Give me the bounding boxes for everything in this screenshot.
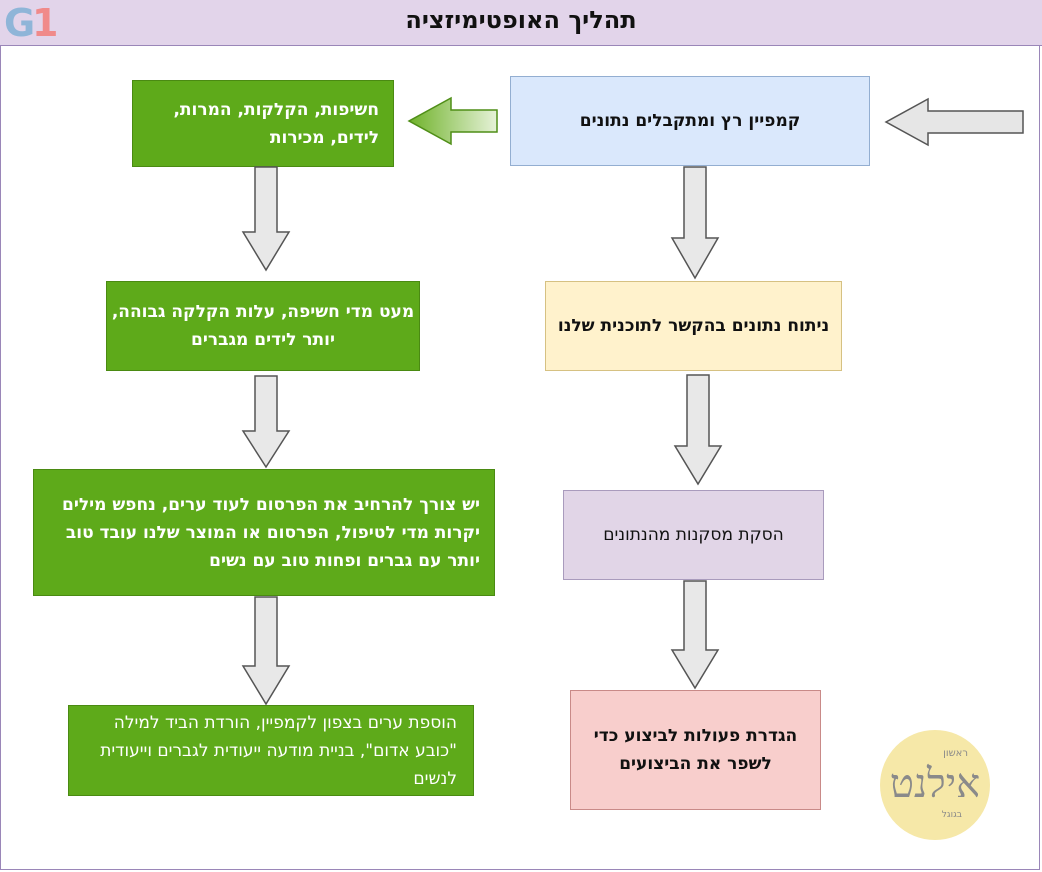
header-bar: G 1 תהליך האופטימיזציה bbox=[0, 0, 1042, 46]
arrow-to-metrics bbox=[407, 96, 498, 146]
page-title: תהליך האופטימיזציה bbox=[405, 6, 637, 34]
logo-letter-g: G bbox=[4, 1, 36, 45]
g1-logo: G 1 bbox=[4, 1, 58, 45]
node-conclusions: הסקת מסקנות מהנתונים bbox=[563, 490, 824, 580]
node-add-cities: הוספת ערים בצפון לקמפיין, הורדת הביד למי… bbox=[68, 705, 474, 796]
down-arrow-left-3 bbox=[241, 596, 291, 706]
stamp-main-text: אילנט bbox=[889, 761, 981, 807]
node-actions: הגדרת פעולות לביצוע כדי לשפר את הביצועים bbox=[570, 690, 821, 810]
down-arrow-left-2 bbox=[241, 375, 291, 469]
logo-digit-1: 1 bbox=[32, 1, 59, 45]
down-arrow-right-2 bbox=[673, 374, 723, 486]
down-arrow-right-1 bbox=[670, 166, 720, 280]
node-campaign: קמפיין רץ ומתקבלים נתונים bbox=[510, 76, 870, 166]
ilanet-stamp-logo: ראשון אילנט בגוגל bbox=[880, 730, 990, 840]
stamp-bottom-text: בגוגל bbox=[941, 810, 962, 820]
entry-arrow-left bbox=[884, 97, 1024, 147]
stamp-top-text: ראשון bbox=[943, 748, 968, 759]
node-metrics: חשיפות, הקלקות, המרות, לידים, מכירות bbox=[132, 80, 394, 167]
node-analysis: ניתוח נתונים בהקשר לתוכנית שלנו bbox=[545, 281, 842, 371]
node-low-exposure: מעט מדי חשיפה, עלות הקלקה גבוהה, יותר לי… bbox=[106, 281, 420, 371]
down-arrow-right-3 bbox=[670, 580, 720, 690]
node-expand: יש צורך להרחיב את הפרסום לעוד ערים, נחפש… bbox=[33, 469, 495, 596]
down-arrow-left-1 bbox=[241, 166, 291, 272]
